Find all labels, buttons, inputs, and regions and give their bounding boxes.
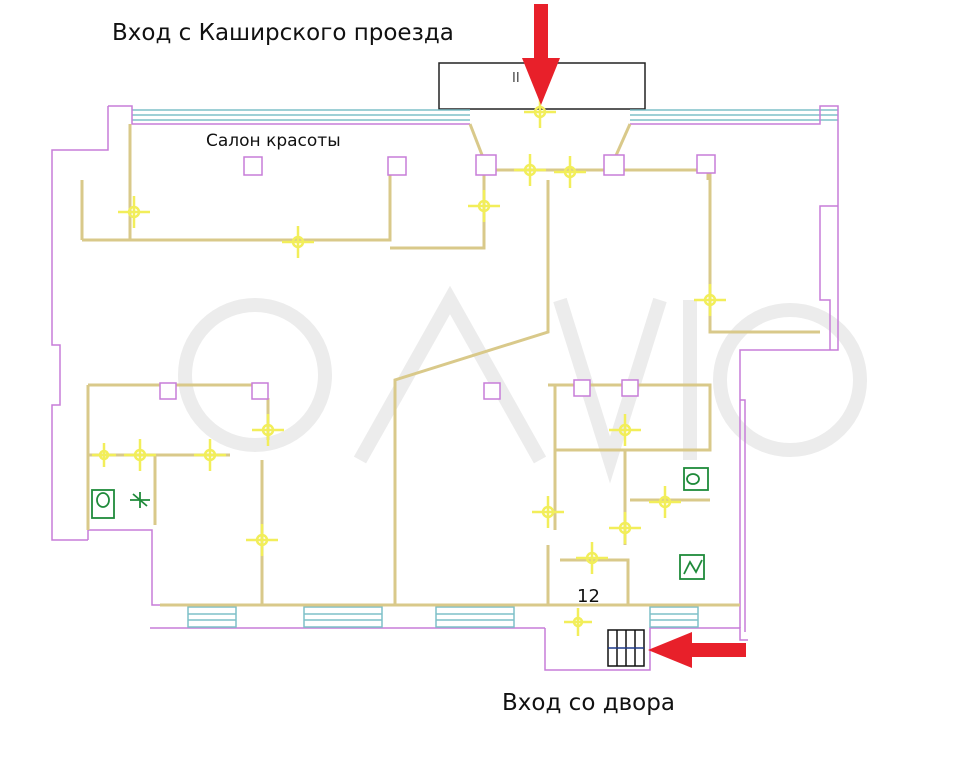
entrance-top-label: Вход с Каширского проезда bbox=[112, 20, 454, 46]
sink-icon bbox=[130, 492, 150, 508]
salon-label: Салон красоты bbox=[206, 131, 341, 151]
light-fixture-icon bbox=[92, 96, 726, 636]
inner-walls bbox=[80, 123, 820, 607]
sink-icon bbox=[679, 554, 705, 580]
top-windows bbox=[132, 109, 838, 121]
toilet-icon bbox=[683, 467, 709, 491]
entrance-yard-label: Вход со двора bbox=[502, 690, 675, 716]
arrow-left-icon bbox=[648, 632, 746, 668]
arrow-down-icon bbox=[522, 4, 560, 105]
bottom-windows bbox=[187, 606, 699, 628]
stairs-icon bbox=[607, 629, 645, 667]
toilet-icon bbox=[91, 489, 115, 519]
columns bbox=[159, 154, 716, 400]
watermark bbox=[178, 285, 867, 484]
outer-walls bbox=[51, 105, 839, 671]
vestibule-mark: II bbox=[512, 71, 520, 86]
room-number-label: 12 bbox=[577, 586, 600, 607]
